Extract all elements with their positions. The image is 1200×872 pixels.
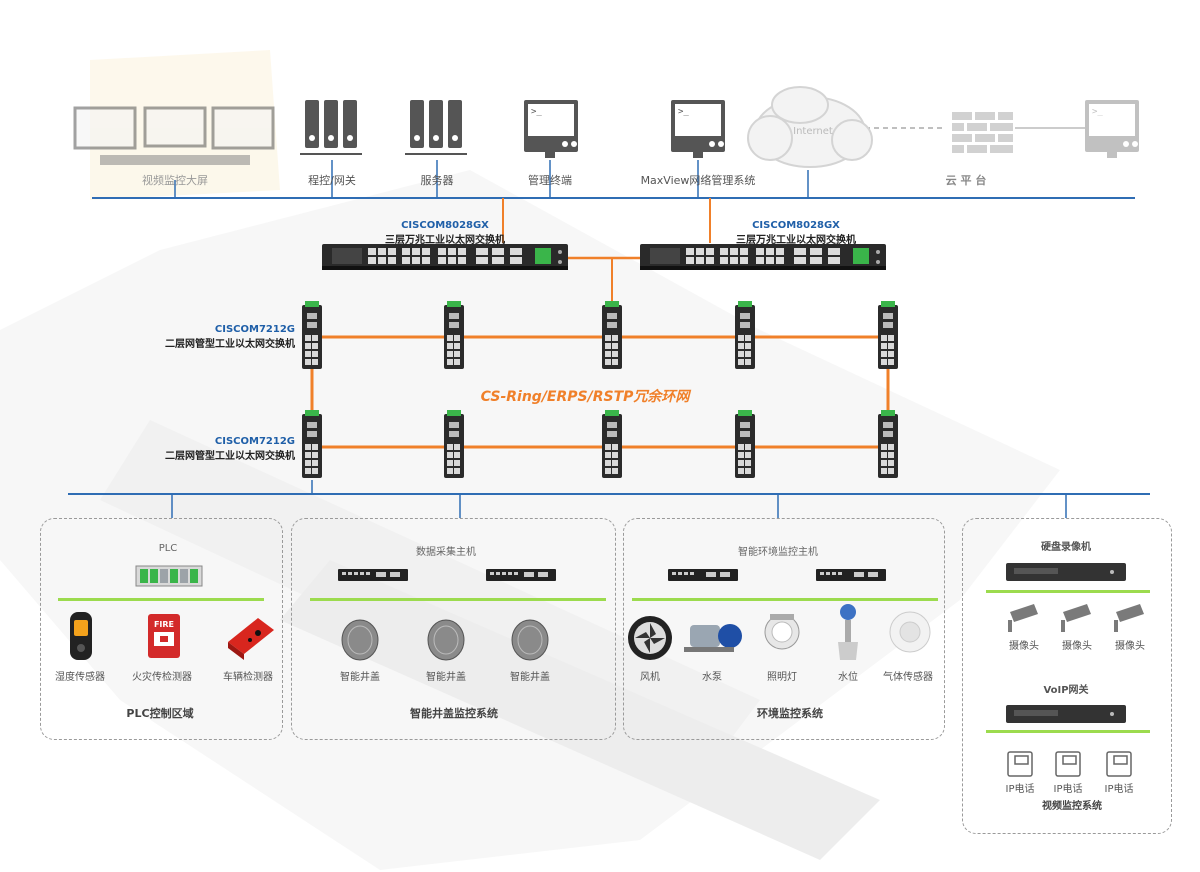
env-host-2-icon [816,569,886,581]
ring-switch-icon-4 [735,301,755,369]
label-light: 照明灯 [767,672,797,683]
ring-switch-icon-6 [302,410,322,478]
core-switch-left-desc: 三层万兆工业以太网交换机 [385,235,505,246]
vehicle-detector-icon [228,618,274,660]
ring-switch-icon-2 [444,301,464,369]
label-plc-gateway: 程控/网关 [308,174,356,187]
label-nvr: 硬盘录像机 [1041,542,1091,553]
ring-switch-icon-5 [878,301,898,369]
label-manhole-2: 智能井盖 [426,672,466,683]
label-mgmt-terminal: 管理终端 [528,174,572,187]
firewall-icon [952,112,1013,153]
ring-top-desc: 二层网管型工业以太网交换机 [165,339,295,350]
label-fire-detector: 火灾传检测器 [132,672,192,683]
fire-detector-icon [148,614,180,658]
ring-bottom-model: CISCOM7212G [214,436,295,447]
label-gas-sensor: 气体传感器 [883,672,933,683]
core-switch-left-label: CISCOM8028GX 三层万兆工业以太网交换机 [385,220,505,246]
video-zone-title: 视频监控系统 [1042,801,1102,812]
nvr-icon [1006,563,1126,581]
plc-gateway-icon [300,100,362,155]
ring-switch-icon-8 [602,410,622,478]
ip-phone-icon [1007,751,1132,777]
camera-icon [1008,604,1144,632]
core-switch-right-model: CISCOM8028GX [752,220,840,231]
manhole-zone-divider [310,598,606,601]
core-switch-left-model: CISCOM8028GX [401,220,489,231]
cloud-terminal-icon: >_ [1085,100,1139,158]
ring-switch-icon-9 [735,410,755,478]
label-camera-1: 摄像头 [1009,641,1039,652]
label-humidity-sensor: 湿度传感器 [55,672,105,683]
env-zone-divider [632,598,938,601]
ring-top-label: CISCOM7212G 二层网管型工业以太网交换机 [165,324,295,350]
data-host-2-icon [486,569,556,581]
label-water-pump: 水泵 [702,672,722,683]
label-cloud-platform: 云 平 台 [945,174,987,187]
core-switch-right-icon [640,244,886,270]
video-wall-icon [73,106,275,165]
voip-gateway-icon [1006,705,1126,723]
fire-label: FIRE [154,620,174,629]
env-host-1-icon [668,569,738,581]
label-maxview: MaxView网络管理系统 [640,174,756,187]
video-zone-panel [962,518,1172,834]
label-servers: 服务器 [420,174,454,187]
core-switch-right-label: CISCOM8028GX 三层万兆工业以太网交换机 [736,220,856,246]
light-icon [764,614,800,650]
label-phone-3: IP电话 [1104,784,1134,795]
svg-text:>_: >_ [678,107,689,117]
label-voip: VoIP网关 [1043,685,1089,696]
plc-zone-divider [58,598,264,601]
manhole-zone-title: 智能井盖监控系统 [410,707,498,720]
label-phone-1: IP电话 [1005,784,1035,795]
label-camera-3: 摄像头 [1115,641,1145,652]
env-zone-panel [623,518,945,740]
internet-cloud-icon [747,86,873,168]
label-vehicle-detector: 车辆检测器 [223,672,273,683]
water-level-icon [838,604,858,660]
svg-text:>_: >_ [1092,107,1103,117]
ring-protocol-label: CS-Ring/ERPS/RSTP冗余环网 [480,389,690,405]
ring-switch-icon-7 [444,410,464,478]
ring-bottom-label: CISCOM7212G 二层网管型工业以太网交换机 [165,436,295,462]
water-pump-icon [684,624,742,652]
label-phone-2: IP电话 [1053,784,1083,795]
maxview-terminal-icon: >_ [671,100,725,158]
humidity-sensor-icon [70,612,92,660]
label-water-level: 水位 [838,672,858,683]
gas-sensor-icon [889,611,931,653]
plc-zone-title: PLC控制区域 [126,707,194,720]
plc-rack-icon [135,565,203,587]
terminal-icon: >_ [524,100,578,158]
ring-switch-icon-1 [302,301,322,369]
core-switch-left-icon [322,244,568,270]
svg-text:>_: >_ [531,107,542,117]
env-zone-header: 智能环境监控主机 [738,547,818,558]
label-video-wall: 视频监控大屏 [142,174,208,187]
label-manhole-3: 智能井盖 [510,672,550,683]
ring-switch-icon-3 [602,301,622,369]
ring-bottom-desc: 二层网管型工业以太网交换机 [165,451,295,462]
plc-zone-panel [40,518,283,740]
label-manhole-1: 智能井盖 [340,672,380,683]
manhole-zone-panel [291,518,616,740]
manhole-zone-header: 数据采集主机 [416,547,476,558]
video-zone-divider-2 [986,730,1150,733]
plc-zone-header: PLC [158,543,178,554]
label-fan: 风机 [640,672,660,683]
label-camera-2: 摄像头 [1062,641,1092,652]
video-zone-divider-1 [986,590,1150,593]
manhole-cover-icon [341,619,549,661]
data-host-1-icon [338,569,408,581]
core-switch-right-desc: 三层万兆工业以太网交换机 [736,235,856,246]
fan-icon [628,616,672,660]
server-icon [405,100,467,155]
env-zone-title: 环境监控系统 [757,707,823,720]
ring-top-model: CISCOM7212G [214,324,295,335]
ring-switch-icon-10 [878,410,898,478]
label-internet: Internet [793,126,833,137]
